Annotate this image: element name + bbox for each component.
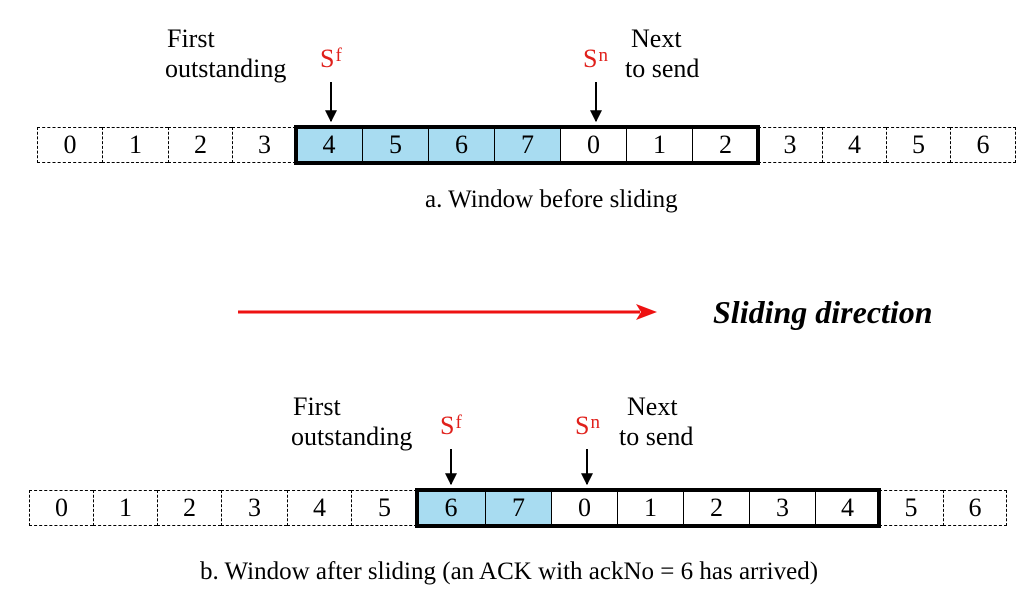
seq-cell: 3	[758, 127, 822, 163]
sn-pointer-label-a: Sn	[583, 44, 608, 73]
seq-cell: 2	[168, 127, 232, 163]
seq-cell: 0	[37, 127, 102, 163]
seq-cell: 5	[351, 490, 417, 526]
seq-cell-sendable: 2	[692, 127, 758, 163]
seq-cell-sendable: 1	[626, 127, 692, 163]
seq-cell: 6	[943, 490, 1007, 526]
seq-cell-sendable: 3	[749, 490, 815, 526]
seq-cell: 5	[879, 490, 943, 526]
sf-pointer-label-b: Sf	[440, 411, 462, 440]
seq-cell: 1	[102, 127, 168, 163]
seq-cell: 3	[232, 127, 296, 163]
first-outstanding-label-a: First outstanding	[165, 24, 287, 83]
seq-cell-sendable: 0	[551, 490, 617, 526]
seq-cell: 5	[886, 127, 950, 163]
seq-cell-outstanding: 7	[494, 127, 560, 163]
seq-cell-outstanding: 4	[296, 127, 362, 163]
first-outstanding-label-b: First outstanding	[291, 392, 413, 451]
caption-a: a. Window before sliding	[425, 186, 678, 213]
seq-cell: 4	[822, 127, 886, 163]
seq-cell-sendable: 0	[560, 127, 626, 163]
next-to-send-label-a: Next to send	[625, 24, 700, 83]
seq-cell-sendable: 1	[617, 490, 683, 526]
sf-pointer-label-a: Sf	[320, 44, 342, 73]
seq-cell: 2	[157, 490, 221, 526]
seq-cell: 6	[950, 127, 1016, 163]
seq-cell-outstanding: 6	[417, 490, 485, 526]
seq-cell: 3	[221, 490, 287, 526]
sliding-direction-arrowhead	[636, 304, 657, 320]
seq-cell-sendable: 4	[815, 490, 879, 526]
seq-cell-sendable: 2	[683, 490, 749, 526]
seq-cell: 4	[287, 490, 351, 526]
next-to-send-label-b: Next to send	[619, 392, 694, 451]
sn-pointer-label-b: Sn	[575, 411, 600, 440]
seq-cell: 0	[29, 490, 93, 526]
caption-b: b. Window after sliding (an ACK with ack…	[200, 558, 819, 585]
sliding-direction-label: Sliding direction	[713, 294, 933, 330]
seq-cell-outstanding: 7	[485, 490, 551, 526]
seq-cell-outstanding: 5	[362, 127, 428, 163]
seq-cell: 1	[93, 490, 157, 526]
seq-cell-outstanding: 6	[428, 127, 494, 163]
